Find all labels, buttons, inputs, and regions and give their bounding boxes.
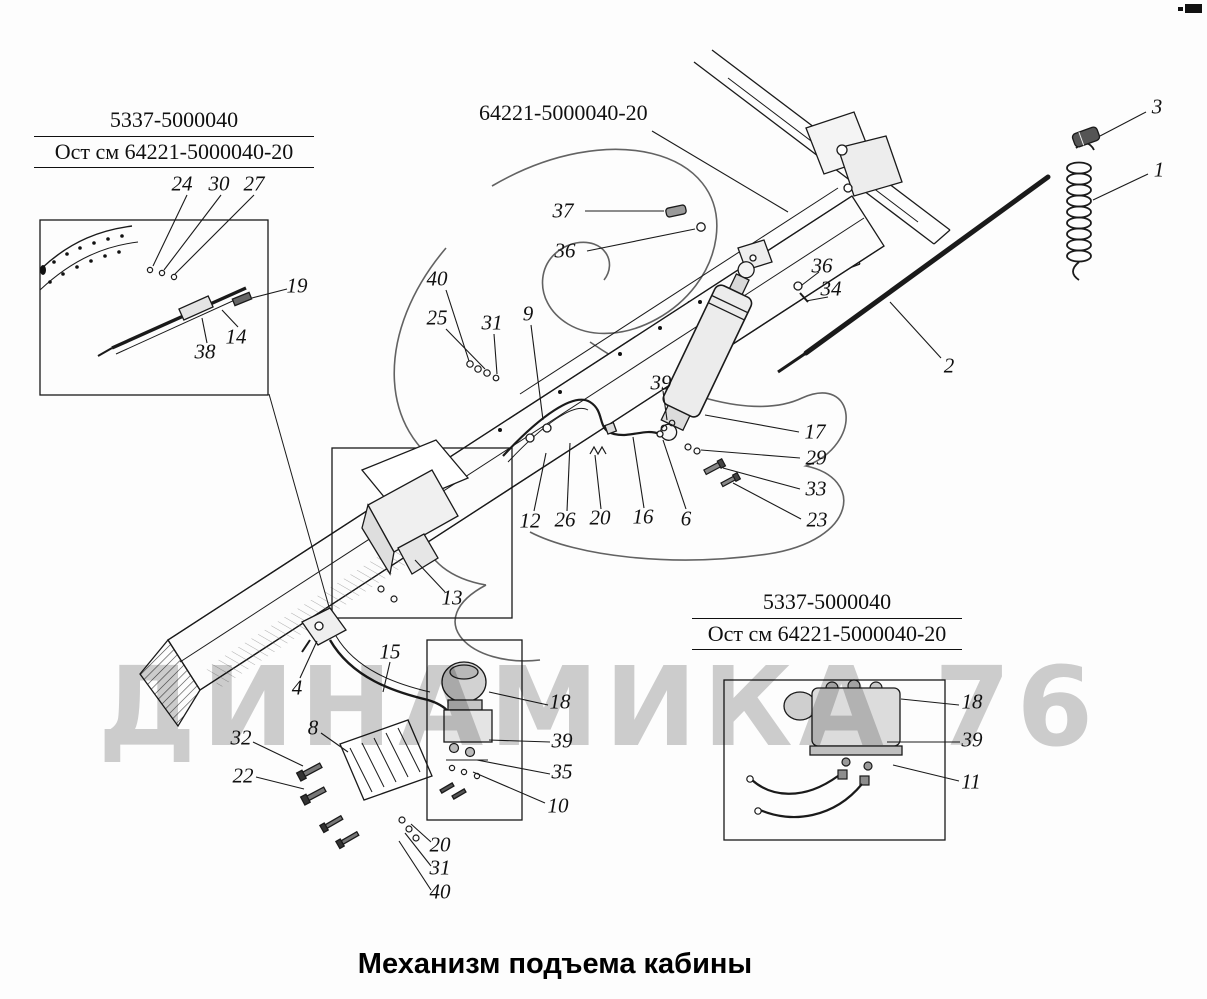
diagram-title: Механизм подъема кабины — [357, 948, 753, 980]
callout-31: 31 — [481, 310, 503, 335]
inset-pump-right — [723, 679, 946, 841]
tension-spring — [1066, 142, 1095, 281]
callout-35: 35 — [551, 759, 573, 784]
callout-22: 22 — [232, 763, 254, 788]
ref-label-line: 5337-5000040 — [692, 588, 962, 619]
callout-39: 39 — [650, 370, 672, 395]
callout-25: 25 — [426, 305, 448, 330]
callout-18: 18 — [961, 689, 983, 714]
inset-pump-center — [426, 639, 523, 821]
callout-23: 23 — [806, 507, 828, 532]
washers-group — [466, 360, 500, 382]
callout-20: 20 — [429, 832, 451, 857]
callout-16: 16 — [632, 504, 654, 529]
scan-corner-mark — [1178, 4, 1202, 13]
callout-36: 36 — [554, 238, 576, 263]
callout-34: 34 — [820, 276, 842, 301]
callout-40: 40 — [426, 266, 448, 291]
leader-lines — [152, 111, 1149, 891]
callout-32: 32 — [230, 725, 252, 750]
spring-clamp — [1071, 126, 1101, 148]
callout-4: 4 — [291, 675, 303, 700]
callout-31: 31 — [429, 855, 451, 880]
ref-label-top-left: 5337-5000040 Ост см 64221-5000040-20 — [34, 106, 314, 168]
callout-19: 19 — [286, 273, 308, 298]
callout-18: 18 — [549, 689, 571, 714]
callout-30: 30 — [208, 171, 230, 196]
callout-9: 9 — [522, 301, 534, 326]
callout-14: 14 — [225, 324, 247, 349]
callout-38: 38 — [194, 339, 216, 364]
ref-label-line: 5337-5000040 — [34, 106, 314, 137]
torsion-bar — [777, 174, 1051, 374]
callout-6: 6 — [680, 506, 692, 531]
callout-3: 3 — [1151, 94, 1163, 119]
front-mount — [301, 607, 347, 653]
hydraulic-cylinder — [659, 261, 755, 441]
callout-8: 8 — [307, 715, 319, 740]
callout-29: 29 — [805, 445, 827, 470]
callout-2: 2 — [943, 353, 955, 378]
callout-37: 37 — [552, 198, 574, 223]
callout-39: 39 — [961, 727, 983, 752]
callout-12: 12 — [519, 508, 541, 533]
ref-label-line: Ост см 64221-5000040-20 — [692, 620, 962, 650]
callout-11: 11 — [961, 769, 981, 794]
callout-39: 39 — [551, 728, 573, 753]
callout-15: 15 — [379, 639, 401, 664]
callout-17: 17 — [804, 419, 826, 444]
callout-33: 33 — [805, 476, 827, 501]
callout-27: 27 — [243, 171, 265, 196]
shield-and-bolts — [295, 719, 433, 850]
callout-1: 1 — [1153, 157, 1165, 182]
callout-26: 26 — [554, 507, 576, 532]
callout-40: 40 — [429, 879, 451, 904]
callout-24: 24 — [171, 171, 193, 196]
hydraulic-hoses — [502, 398, 664, 463]
frame-far-rail — [693, 49, 951, 245]
inset-detail-top-left — [39, 219, 269, 396]
pin-and-rings — [665, 204, 809, 303]
callout-20: 20 — [589, 505, 611, 530]
callout-13: 13 — [441, 585, 463, 610]
ref-label-mid-right: 5337-5000040 Ост см 64221-5000040-20 — [692, 588, 962, 650]
bracket-region — [268, 393, 513, 619]
callout-36: 36 — [811, 253, 833, 278]
ref-label-line: Ост см 64221-5000040-20 — [34, 138, 314, 168]
cylinder-fittings — [660, 419, 742, 488]
callout-10: 10 — [547, 793, 569, 818]
ref-label-top-center: 64221-5000040-20 — [479, 100, 648, 125]
